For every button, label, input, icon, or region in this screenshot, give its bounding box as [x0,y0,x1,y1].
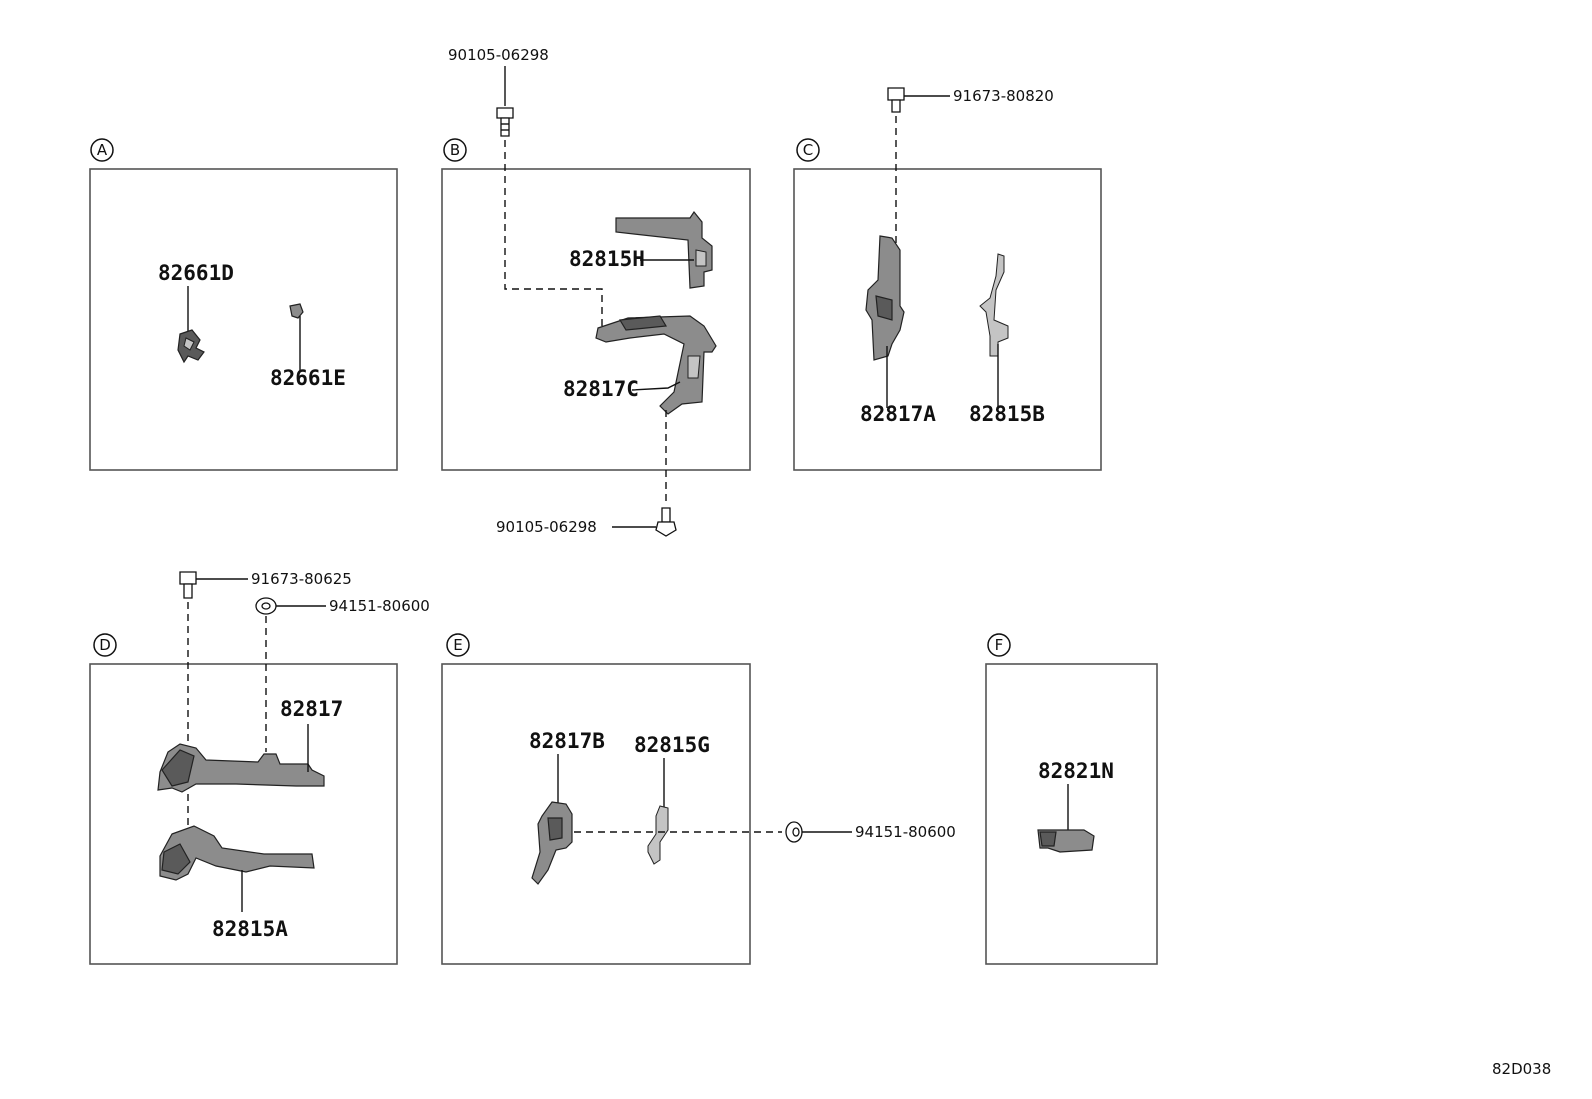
part-label-82815H[interactable]: 82815H [569,247,645,271]
section-a-letter: A [97,141,108,159]
part-82821N-connector[interactable] [1037,829,1095,853]
section-f-badge [987,633,1011,657]
section-e-badge [446,633,470,657]
section-a-frame [89,168,398,471]
diagram-code: 82D038 [1492,1060,1551,1078]
part-82817B-bracket[interactable] [531,801,573,885]
fastener-label-b-top[interactable]: 90105-06298 [448,46,549,64]
section-d: D 91673-80625 94151-80600 82817 [89,570,430,965]
section-a: A 82661D 82661E [89,138,398,471]
fastener-label-c-top[interactable]: 91673-80820 [953,87,1054,105]
leader-82817C [631,381,681,391]
section-b-badge [443,138,467,162]
fastener-label-d-bolt[interactable]: 91673-80625 [251,570,352,588]
bolt-90105-06298-bottom[interactable] [655,507,677,537]
section-e-frame [441,663,751,965]
part-label-82815B[interactable]: 82815B [969,402,1045,426]
part-82815G-bracket[interactable] [647,805,669,865]
section-f-letter: F [995,636,1004,654]
section-f: F 82821N [985,633,1158,965]
part-label-82817C[interactable]: 82817C [563,377,639,401]
section-a-badge [90,138,114,162]
section-b-frame [441,168,751,471]
part-82661E-clip[interactable] [289,303,304,319]
part-82817-bracket[interactable] [157,743,325,793]
part-label-82815G[interactable]: 82815G [634,733,710,757]
part-label-82661D[interactable]: 82661D [158,261,234,285]
part-label-82815A[interactable]: 82815A [212,917,288,941]
fastener-label-e-nut[interactable]: 94151-80600 [855,823,956,841]
section-b-letter: B [450,141,460,159]
section-f-frame [985,663,1158,965]
section-d-badge [93,633,117,657]
part-label-82817A[interactable]: 82817A [860,402,936,426]
section-c-frame [793,168,1102,471]
section-e-letter: E [453,636,462,654]
part-82815A-bracket[interactable] [159,825,315,881]
bolt-91673-80625[interactable] [179,571,197,599]
nut-94151-80600-d[interactable] [255,597,277,615]
section-c-badge [796,138,820,162]
section-c: C 91673-80820 82817A 82815B [793,87,1102,471]
dashed-line-b-top [504,140,603,330]
part-label-82817[interactable]: 82817 [280,697,343,721]
section-b: B 90105-06298 82815H 82817C [441,46,751,537]
section-c-letter: C [803,141,813,159]
part-82815B-bracket[interactable] [979,253,1009,357]
part-label-82817B[interactable]: 82817B [529,729,605,753]
bolt-90105-06298-top[interactable] [496,107,514,137]
part-82815H-bracket[interactable] [615,210,713,289]
section-e: E 82817B 82815G [441,633,782,965]
section-d-letter: D [99,636,111,654]
fastener-label-b-bottom[interactable]: 90105-06298 [496,518,597,536]
part-82817A-bracket[interactable] [865,235,905,361]
part-label-82821N[interactable]: 82821N [1038,759,1114,783]
fastener-label-d-nut[interactable]: 94151-80600 [329,597,430,615]
part-label-82661E[interactable]: 82661E [270,366,346,390]
part-82661D-clip[interactable] [177,329,205,364]
section-d-frame [89,663,398,965]
nut-94151-80600-e[interactable] [785,821,803,843]
bolt-91673-80820[interactable] [887,87,905,113]
part-82817C-bracket[interactable] [595,315,717,415]
